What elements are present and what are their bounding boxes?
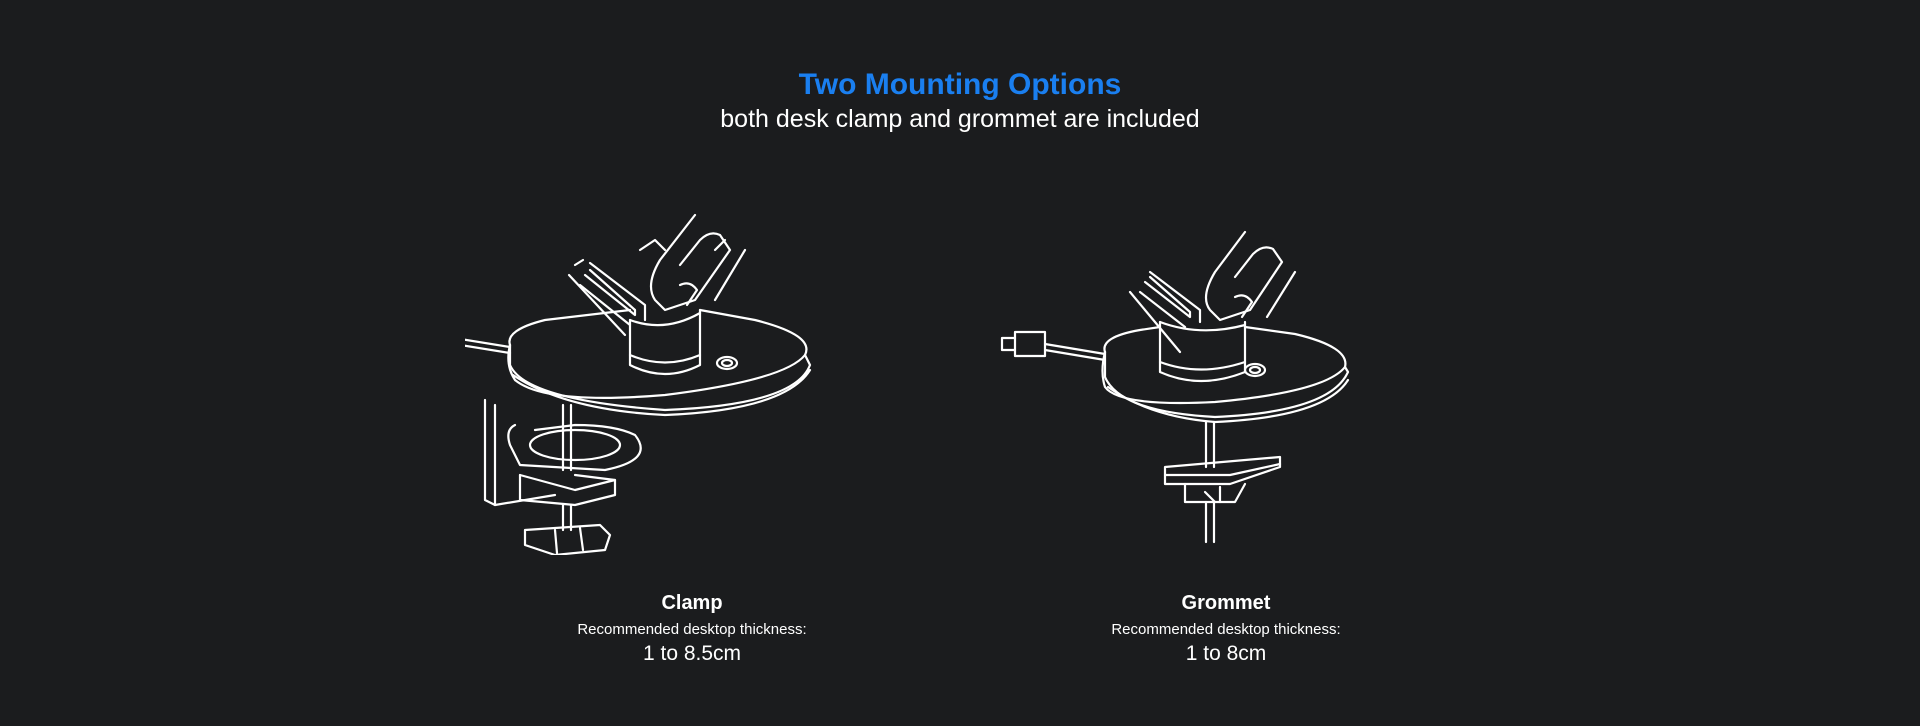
clamp-thickness-value: 1 to 8.5cm bbox=[642, 642, 742, 665]
desk-clamp-illustration-icon bbox=[465, 205, 825, 555]
clamp-option: Clamp Recommended desktop thickness: 1 t… bbox=[492, 592, 892, 666]
section-title: Two Mounting Options bbox=[798, 68, 1122, 101]
section-subtitle: both desk clamp and grommet are included bbox=[720, 105, 1200, 133]
grommet-option-name: Grommet bbox=[1181, 592, 1271, 614]
clamp-recommended-label: Recommended desktop thickness: bbox=[577, 621, 807, 638]
grommet-recommended-label: Recommended desktop thickness: bbox=[1111, 621, 1341, 638]
grommet-thickness-value: 1 to 8cm bbox=[1185, 642, 1267, 665]
grommet-option: Grommet Recommended desktop thickness: 1… bbox=[1026, 592, 1426, 666]
grommet-mount-illustration-icon bbox=[990, 222, 1350, 552]
clamp-option-name: Clamp bbox=[661, 592, 723, 614]
